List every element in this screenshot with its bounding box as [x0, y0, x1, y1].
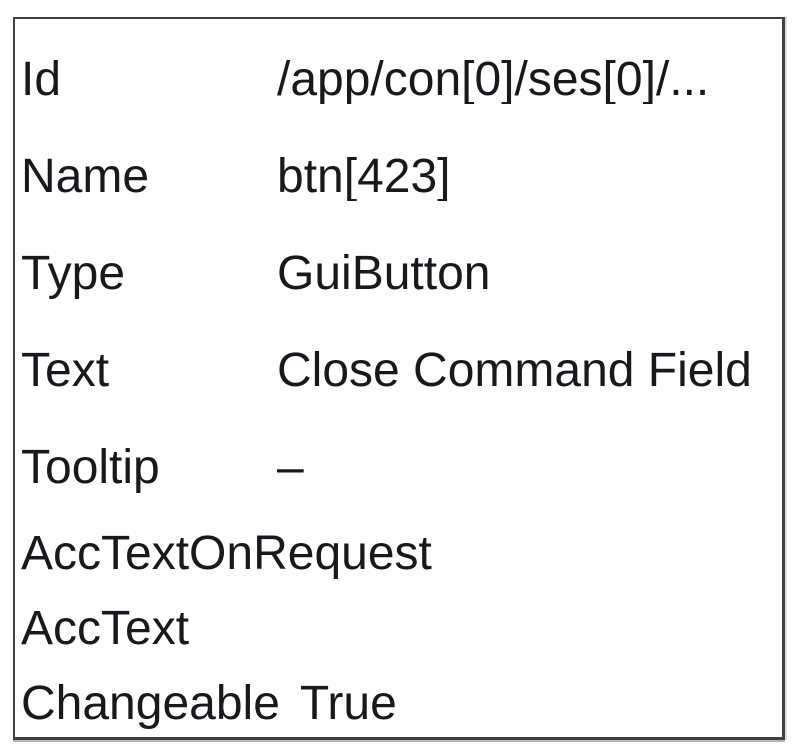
property-row-id: Id /app/con[0]/ses[0]/...	[21, 31, 774, 128]
property-value-tooltip: –	[277, 443, 304, 492]
property-label-acctext: AccText	[21, 601, 190, 655]
property-value-name: btn[423]	[277, 152, 451, 201]
property-label-changeable: Changeable	[21, 676, 280, 730]
property-row-tooltip: Tooltip –	[21, 419, 774, 516]
property-row-changeable: Changeable True	[21, 666, 774, 737]
property-row-text: Text Close Command Field	[21, 322, 774, 419]
property-row-acctextonrequest: AccTextOnRequest	[21, 516, 774, 591]
property-label-text: Text	[21, 343, 110, 397]
property-label-acctextonrequest: AccTextOnRequest	[21, 526, 432, 580]
property-row-acctext: AccText	[21, 591, 774, 666]
property-label-tooltip: Tooltip	[21, 440, 160, 494]
property-value-changeable: True	[299, 679, 397, 728]
property-row-name: Name btn[423]	[21, 128, 774, 225]
property-value-text: Close Command Field	[277, 346, 752, 395]
property-label-type: Type	[21, 246, 126, 300]
property-label-name: Name	[21, 149, 150, 203]
property-value-type: GuiButton	[277, 249, 491, 298]
property-label-id: Id	[21, 52, 62, 106]
property-row-type: Type GuiButton	[21, 225, 774, 322]
element-properties-panel: Id /app/con[0]/ses[0]/... Name btn[423] …	[13, 17, 785, 740]
property-value-id: /app/con[0]/ses[0]/...	[277, 55, 710, 104]
